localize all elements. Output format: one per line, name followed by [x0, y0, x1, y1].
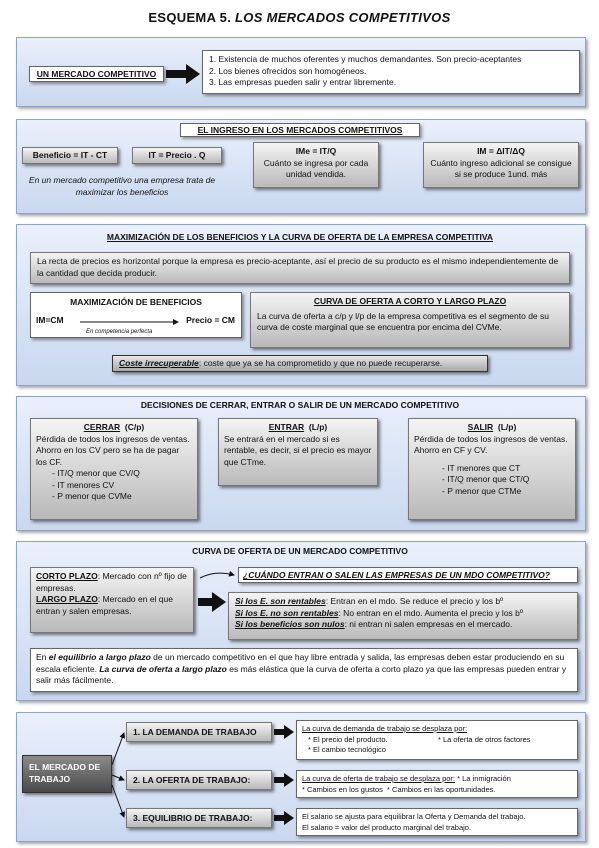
eq-a: En [36, 652, 49, 662]
curva-oferta-box: CURVA DE OFERTA A CORTO Y LARGO PLAZO La… [250, 292, 570, 348]
b2-title: La curva de oferta de trabajo se desplaz… [302, 774, 456, 783]
entrar-tag: (L/p) [308, 422, 328, 432]
list-item: * Cambios en las oportunidades. [387, 784, 496, 794]
block-arrow-icon [274, 725, 294, 739]
im-text: Cuánto ingreso adicional se consigue si … [430, 157, 572, 180]
maximizacion-beneficios-box: MAXIMIZACIÓN DE BENEFICIOS IM=CM Precio … [30, 292, 242, 338]
cerrar-title: CERRAR [83, 422, 121, 432]
corto-label: CORTO PLAZO [36, 571, 98, 581]
list-item: * Cambios en los gustos [302, 784, 383, 794]
beneficio-box: Beneficio = IT - CT [22, 147, 118, 164]
ime-title: IMe = IT/Q [295, 146, 337, 156]
eq-c: de un mercado competitivo en el que hay … [36, 652, 565, 674]
title-prefix: ESQUEMA 5. [148, 10, 232, 25]
list-item: * La oferta de otros factores [438, 734, 531, 744]
list-item: 2. Los bienes ofrecidos son homogéneos. [209, 65, 367, 76]
equilibrio-lp-box: En el equilibrio a largo plazo de un mer… [30, 648, 578, 692]
entrar-title: ENTRAR [268, 422, 305, 432]
plazos-box: CORTO PLAZO: Mercado con nº fijo de empr… [30, 567, 194, 633]
coste-label: Coste irrecuperable [119, 358, 199, 368]
list-item: - IT menores CV [52, 479, 115, 490]
corto-text: : Mercado con nº fijo de empresas. [36, 571, 187, 593]
curved-arrow-icon [199, 570, 235, 579]
salir-tag: (L/p) [497, 422, 517, 432]
q1-label: Si los E. son rentables [235, 596, 326, 606]
arrow-icon [111, 784, 126, 818]
q2-label: Si los E. no son rentables [235, 607, 339, 618]
mercado-trabajo-label: EL MERCADO DE TRABAJO [22, 755, 112, 793]
largo-text: : Mercado en el que entran y salen empre… [36, 594, 173, 616]
maximizacion-title: MAXIMIZACIÓN DE BENEFICIOS [70, 297, 202, 307]
oferta-detail: La curva de oferta de trabajo se desplaz… [296, 770, 578, 798]
q2-text: : No entran en el mdo. Aumenta el precio… [338, 607, 523, 618]
demanda-trabajo-box: 1. LA DEMANDA DE TRABAJO [126, 722, 272, 742]
curva-text: La curva de oferta a c/p y l/p de la emp… [257, 310, 549, 333]
arrow-icon [111, 732, 126, 766]
ime-text: Cuánto se ingresa por cada unidad vendid… [263, 157, 369, 180]
list-item: * El cambio tecnológico [308, 745, 386, 754]
equilibrio-detail: El salario se ajusta para equilibrar la … [296, 808, 578, 836]
page-title: ESQUEMA 5. LOS MERCADOS COMPETITIVOS [0, 10, 599, 25]
salir-title: SALIR [467, 422, 494, 432]
cuando-answers: Si los E. son rentables: Entran en el md… [228, 592, 578, 640]
mercado-competitivo-label: UN MERCADO COMPETITIVO [29, 66, 164, 82]
block-arrow-icon [198, 592, 226, 612]
it-box: IT = Precio . Q [132, 147, 222, 164]
arrow-icon [111, 774, 125, 781]
curva-mercado-header: CURVA DE OFERTA DE UN MERCADO COMPETITIV… [192, 546, 408, 556]
q3-label: Si los beneficios son nulos [235, 619, 345, 629]
block-arrow-icon [274, 773, 294, 787]
salir-text: Pérdida de todos los ingresos de ventas.… [414, 433, 568, 456]
cerrar-text: Pérdida de todos los ingresos de ventas.… [36, 433, 190, 467]
largo-label: LARGO PLAZO [36, 594, 98, 604]
ingreso-header: EL INGRESO EN LOS MERCADOS COMPETITIVOS [180, 123, 420, 137]
list-item: - P menor que CVMe [52, 491, 132, 501]
list-item: - IT/Q menor que CV/Q [52, 468, 140, 478]
list-item: 1. Existencia de muchos oferentes y much… [209, 54, 522, 64]
list-item: - IT/Q menor que CT/Q [442, 474, 530, 484]
block-arrow-icon [274, 811, 294, 825]
decisiones-header: DECISIONES DE CERRAR, ENTRAR O SALIR DE … [140, 400, 460, 410]
list-item: * La inmigración [457, 774, 511, 783]
list-item: 3. Las empresas pueden salir y entrar li… [209, 77, 397, 87]
max-sub: En competencia perfecta [86, 329, 153, 335]
block-arrow-icon [166, 64, 200, 84]
equilibrio-trabajo-box: 3. EQUILIBRIO DE TRABAJO: [126, 808, 272, 828]
salir-box: SALIR (L/p) Pérdida de todos los ingreso… [408, 418, 576, 520]
ime-box: IMe = IT/Q Cuánto se ingresa por cada un… [253, 142, 379, 188]
im-title: IM = ΔIT/ΔQ [477, 146, 525, 156]
demanda-detail: La curva de demanda de trabajo se despla… [296, 720, 578, 760]
cuando-question: ¿CUÁNDO ENTRAN O SALEN LAS EMPRESAS DE U… [238, 567, 578, 583]
title-main: LOS MERCADOS COMPETITIVOS [235, 10, 451, 25]
q1-text: : Entran en el mdo. Se reduce el precio … [325, 596, 504, 606]
coste-irrecuperable-box: Coste irrecuperable: coste que ya se ha … [112, 355, 488, 372]
b3-line: El salario = valor del producto marginal… [302, 822, 472, 832]
entrar-text: Se entrará en el mercado si es rentable,… [224, 433, 372, 467]
q3-text: : ni entran ni salen empresas en el merc… [344, 619, 513, 629]
cerrar-tag: (C/p) [124, 422, 145, 432]
max-left: IM=CM [36, 315, 64, 325]
list-item: - P menor que CTMe [442, 485, 522, 496]
im-box: IM = ΔIT/ΔQ Cuánto ingreso adicional se … [423, 142, 579, 188]
cerrar-box: CERRAR (C/p) Pérdida de todos los ingres… [30, 418, 198, 520]
recta-precios-box: La recta de precios es horizontal porque… [30, 252, 570, 284]
curva-title: CURVA DE OFERTA A CORTO Y LARGO PLAZO [313, 296, 507, 306]
entrar-box: ENTRAR (L/p) Se entrará en el mercado si… [218, 418, 378, 486]
eq-b: el equilibrio a largo plazo [48, 652, 151, 662]
max-right: Precio = CM [186, 315, 235, 325]
eq-e: es más elástica que la curva de oferta a… [36, 663, 567, 686]
oferta-trabajo-box: 2. LA OFERTA DE TRABAJO: [126, 770, 272, 790]
maximizar-note: En un mercado competitivo una empresa tr… [28, 175, 216, 197]
list-item: - IT menores que CT [442, 462, 521, 473]
b3-line: El salario se ajusta para equilibrar la … [302, 812, 526, 821]
coste-text: : coste que ya se ha comprometido y que … [198, 358, 443, 368]
eq-d: La curva de oferta a largo plazo [99, 663, 227, 674]
mercado-competitivo-list: 1. Existencia de muchos oferentes y much… [202, 50, 580, 94]
maximizacion-header: MAXIMIZACIÓN DE LOS BENEFICIOS Y LA CURV… [106, 232, 494, 242]
b1-title: La curva de demanda de trabajo se despla… [302, 724, 468, 733]
list-item: * El precio del producto. [308, 734, 388, 744]
